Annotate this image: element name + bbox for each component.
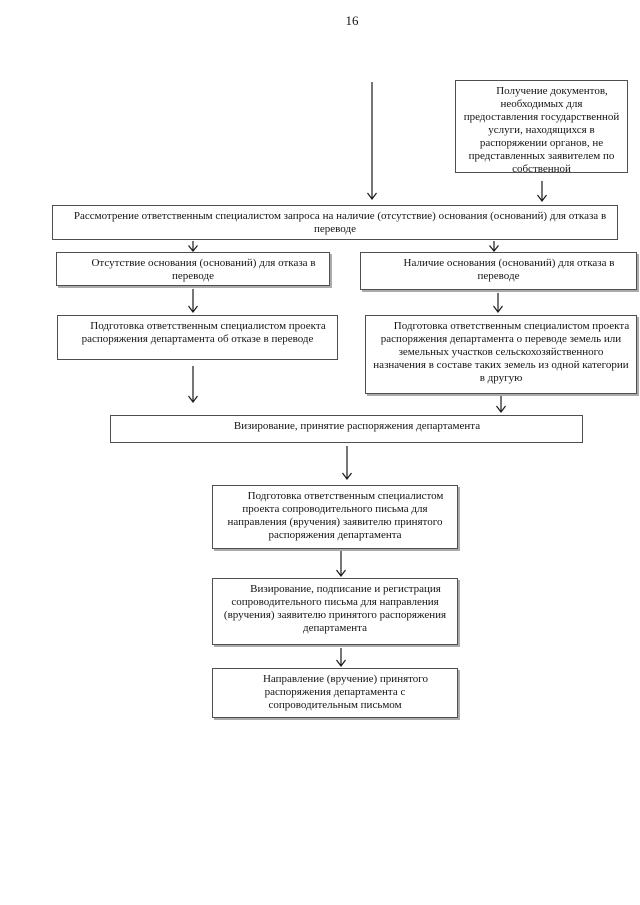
arrow-down-sign-to-send <box>335 648 347 667</box>
flow-box-draft-refusal-order: Подготовка ответственным специалистом пр… <box>57 315 338 360</box>
flow-box-no-grounds: Отсутствие основания (оснований) для отк… <box>56 252 330 286</box>
flow-box-send-order-text: Направление (вручение) принятого распоря… <box>262 673 429 711</box>
flow-box-draft-cover-letter-text: Подготовка ответственным специалистом пр… <box>227 490 444 541</box>
flow-box-sign-register-letter: Визирование, подписание и регистрация со… <box>212 578 458 645</box>
arrow-down-review-to-no-grounds <box>187 241 199 252</box>
flow-box-draft-transfer-order-text: Подготовка ответственным специалистом пр… <box>373 320 630 384</box>
flow-box-review-request: Рассмотрение ответственным специалистом … <box>52 205 618 240</box>
flow-box-receive-docs-text: Получение документов, необходимых для пр… <box>463 85 620 175</box>
arrow-down-approve-to-cover <box>341 446 353 480</box>
arrow-down-cover-to-sign <box>335 551 347 577</box>
flow-box-draft-cover-letter: Подготовка ответственным специалистом пр… <box>212 485 458 549</box>
flow-box-sign-register-letter-text: Визирование, подписание и регистрация со… <box>223 583 447 634</box>
flow-box-grounds-exist-text: Наличие основания (оснований) для отказа… <box>403 257 615 282</box>
flow-box-draft-refusal-order-text: Подготовка ответственным специалистом пр… <box>81 320 326 345</box>
arrow-down-receive-to-review <box>536 181 548 202</box>
flow-box-no-grounds-text: Отсутствие основания (оснований) для отк… <box>91 257 316 282</box>
arrow-down-transfer-to-approve <box>495 396 507 413</box>
flow-box-approve-order: Визирование, принятие распоряжения депар… <box>110 415 583 443</box>
arrow-down-grounds-to-draft <box>492 293 504 313</box>
flow-box-receive-docs: Получение документов, необходимых для пр… <box>455 80 628 175</box>
arrow-down-into-review <box>366 82 378 200</box>
flow-box-review-request-text: Рассмотрение ответственным специалистом … <box>73 210 607 235</box>
flow-box-send-order: Направление (вручение) принятого распоря… <box>212 668 458 718</box>
flow-box-grounds-exist: Наличие основания (оснований) для отказа… <box>360 252 637 290</box>
page-number: 16 <box>345 13 359 28</box>
arrow-down-review-to-grounds <box>488 241 500 252</box>
arrow-down-refusal-to-approve <box>187 366 199 403</box>
flow-box-draft-transfer-order: Подготовка ответственным специалистом пр… <box>365 315 637 394</box>
flow-box-approve-order-text: Визирование, принятие распоряжения депар… <box>233 420 481 432</box>
arrow-down-no-grounds-to-draft <box>187 289 199 313</box>
